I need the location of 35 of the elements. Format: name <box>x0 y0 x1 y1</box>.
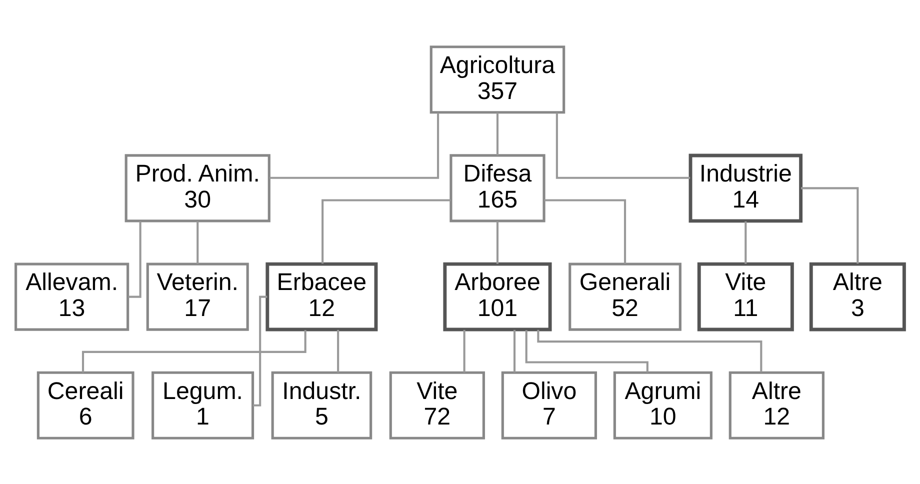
node-box: Altre 3 <box>809 262 906 331</box>
node-box: Agrumi 10 <box>613 370 712 439</box>
connector <box>801 186 859 264</box>
node-box: Prod. Anim. 30 <box>124 154 270 222</box>
node-box: Arboree 101 <box>443 262 552 331</box>
node-box: Industr. 5 <box>271 370 372 439</box>
node-box: Generali 52 <box>568 262 682 330</box>
node-box: Veterin. 17 <box>146 262 249 330</box>
connector <box>525 330 648 372</box>
connector <box>322 198 451 264</box>
node-box: Cereali 6 <box>36 370 134 439</box>
connector <box>196 220 199 264</box>
node-box: Olivo 7 <box>501 370 598 439</box>
connector <box>337 329 340 372</box>
node-box: Altre 12 <box>728 370 824 439</box>
connector <box>513 329 516 372</box>
connector <box>270 112 440 178</box>
connector <box>496 112 499 155</box>
node-box: Vite 11 <box>697 262 794 331</box>
node-box: Erbacee 12 <box>266 262 378 331</box>
node-box: Vite 72 <box>389 370 485 439</box>
node-box: Difesa 165 <box>450 154 546 222</box>
connector <box>82 330 306 372</box>
connector <box>253 295 268 406</box>
connector <box>496 220 499 264</box>
node-box: Agricoltura 357 <box>430 45 566 114</box>
node-box: Allevam. 13 <box>14 262 130 330</box>
connector <box>556 112 690 178</box>
connector <box>537 329 762 372</box>
node-box: Industrie 14 <box>688 153 803 222</box>
connector <box>463 329 466 372</box>
connector <box>128 220 142 298</box>
connector <box>544 198 626 264</box>
connector <box>744 220 747 264</box>
node-box: Legum. 1 <box>152 370 254 439</box>
